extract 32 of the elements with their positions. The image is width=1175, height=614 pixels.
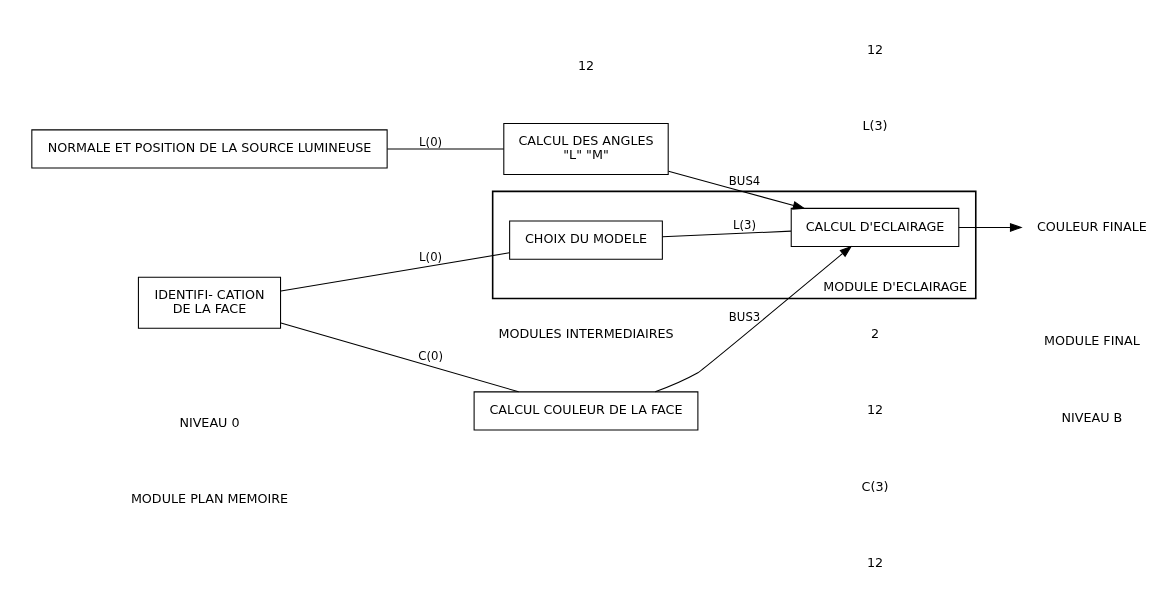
node-box: CHOIX DU MODELE (509, 220, 663, 260)
edge-label: BUS4 (728, 173, 761, 188)
arrow (654, 245, 853, 393)
label: 12 (866, 554, 884, 570)
label: L(3) (862, 117, 888, 133)
node-box: NORMALE ET POSITION DE LA SOURCE LUMINEUSE (31, 129, 388, 169)
node-box: IDENTIFI- CATION DE LA FACE (137, 276, 282, 329)
label: 12 (866, 41, 884, 57)
label: NIVEAU B (1061, 409, 1123, 425)
edge-label: L(3) (733, 218, 757, 233)
label: MODULE PLAN MEMOIRE (130, 491, 289, 507)
label: 12 (577, 57, 595, 73)
arrow (667, 170, 806, 210)
connector (280, 322, 520, 393)
edge-label: L(0) (419, 134, 443, 149)
label: 12 (866, 402, 884, 418)
label: MODULES INTERMEDIAIRES (498, 325, 674, 341)
label: 2 (870, 325, 880, 341)
node-box: CALCUL D'ECLAIRAGE (790, 207, 960, 248)
connector (280, 252, 510, 292)
arrow (958, 223, 1023, 232)
label: NIVEAU 0 (179, 414, 240, 430)
label: C(3) (861, 478, 889, 494)
edge-label: L(0) (419, 250, 443, 265)
node-text: COULEUR FINALE (1036, 218, 1147, 234)
label: MODULE FINAL (1044, 333, 1140, 349)
edge-label: C(0) (418, 348, 443, 363)
edge-label: BUS3 (728, 309, 761, 324)
node-box: CALCUL DES ANGLES "L" "M" (503, 123, 669, 175)
node-box: CALCUL COULEUR DE LA FACE (473, 391, 699, 431)
connector (386, 148, 505, 150)
connector (661, 230, 792, 238)
